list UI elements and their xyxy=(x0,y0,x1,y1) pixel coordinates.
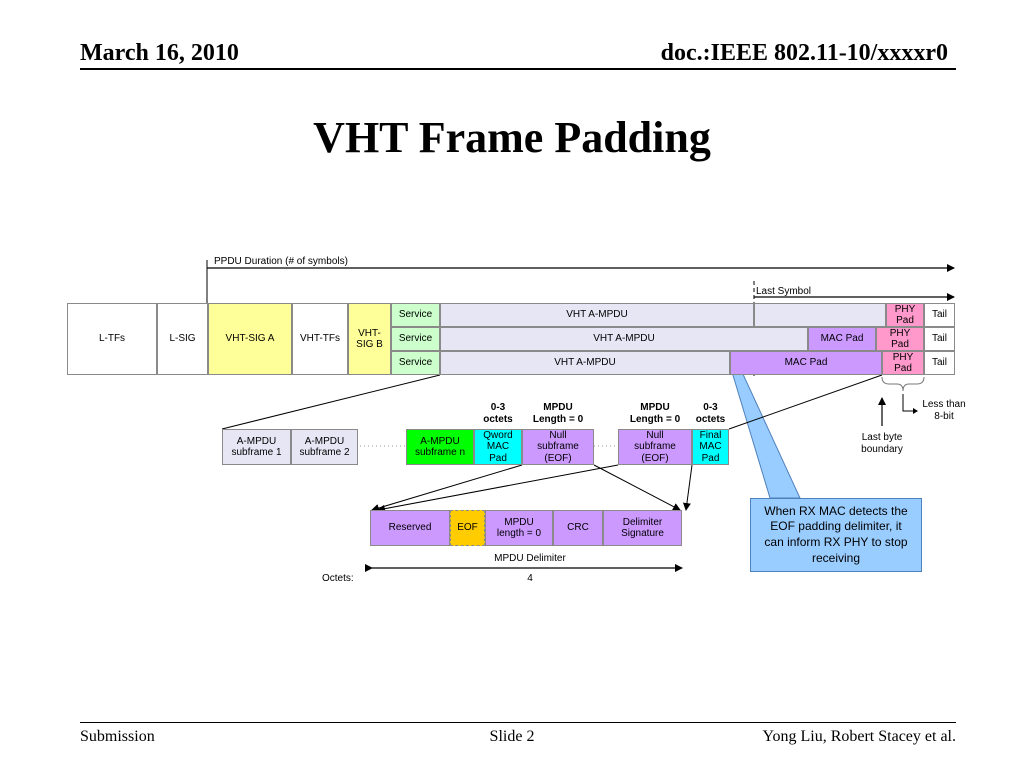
footer-slide-number: Slide 2 xyxy=(489,728,535,745)
qword-mac-pad: Qword MAC Pad xyxy=(474,429,522,465)
slide-title: VHT Frame Padding xyxy=(313,113,711,162)
delimiter-reserved: Reserved xyxy=(370,510,450,546)
tail-row3: Tail xyxy=(924,351,955,375)
ampdu-subframe-2: A-MPDU subframe 2 xyxy=(291,429,358,465)
mac-pad-row3: MAC Pad xyxy=(730,351,882,375)
zoom-line-right xyxy=(728,374,883,430)
phy-pad-row3: PHY Pad xyxy=(882,351,924,375)
octets-value: 4 xyxy=(527,573,533,584)
delimiter-eof: EOF xyxy=(450,510,485,546)
tail-row2: Tail xyxy=(924,327,955,351)
ppdu-duration-label: PPDU Duration (# of symbols) xyxy=(214,256,348,267)
octets-label-qword: 0-3 octets xyxy=(483,402,513,425)
phy-pad-brace xyxy=(881,376,925,392)
phy-pad-row1: PHY Pad xyxy=(886,303,924,327)
phy-pad-row2: PHY Pad xyxy=(876,327,924,351)
vht-sig-b-field: VHT-SIG B xyxy=(348,303,391,375)
less-than-arrow xyxy=(902,394,915,412)
tail-row1: Tail xyxy=(924,303,955,327)
service-field-row3: Service xyxy=(391,351,440,375)
vht-ampdu-row2: VHT A-MPDU xyxy=(440,327,808,351)
ampdu-subframe-n: A-MPDU subframe n xyxy=(406,429,474,465)
delimiter-mpdu-length: MPDU length = 0 xyxy=(485,510,553,546)
header-rule xyxy=(80,68,956,70)
last-symbol-label: Last Symbol xyxy=(756,286,812,297)
last-byte-boundary-label: Last byte boundary xyxy=(861,432,903,455)
less-than-8bit-label: Less than 8-bit xyxy=(922,399,966,422)
last-symbol-data-row1 xyxy=(754,303,886,327)
zoom-line-left xyxy=(221,374,441,430)
null-subframe-1: Null subframe (EOF) xyxy=(522,429,594,465)
delim-arrow-2 xyxy=(593,464,681,511)
header-date: March 16, 2010 xyxy=(80,40,239,66)
octets-label: Octets: xyxy=(322,573,354,584)
footer-rule xyxy=(80,722,956,723)
l-tfs-field: L-TFs xyxy=(67,303,157,375)
footer-submission: Submission xyxy=(80,728,155,745)
vht-sig-a-field: VHT-SIG A xyxy=(208,303,292,375)
l-sig-field: L-SIG xyxy=(157,303,208,375)
delim-arrow-1 xyxy=(371,464,523,512)
header-doc-id: doc.:IEEE 802.11-10/xxxxr0 xyxy=(660,40,948,66)
ampdu-subframe-1: A-MPDU subframe 1 xyxy=(222,429,291,465)
null-subframe-2: Null subframe (EOF) xyxy=(618,429,692,465)
mac-pad-row2: MAC Pad xyxy=(808,327,876,351)
mpdu-delimiter-caption: MPDU Delimiter xyxy=(494,553,566,564)
callout-pointer xyxy=(731,371,801,499)
mpdu-length-label-2: MPDU Length = 0 xyxy=(629,402,681,425)
vht-tfs-field: VHT-TFs xyxy=(292,303,348,375)
delimiter-signature: Delimiter Signature xyxy=(603,510,682,546)
footer-authors: Yong Liu, Robert Stacey et al. xyxy=(762,728,956,745)
mpdu-length-label-1: MPDU Length = 0 xyxy=(532,402,584,425)
final-mac-pad: Final MAC Pad xyxy=(692,429,729,465)
service-field-row1: Service xyxy=(391,303,440,327)
vht-ampdu-row3: VHT A-MPDU xyxy=(440,351,730,375)
delim-arrow-4 xyxy=(682,464,693,511)
delimiter-crc: CRC xyxy=(553,510,603,546)
service-field-row2: Service xyxy=(391,327,440,351)
delim-arrow-3 xyxy=(377,464,619,513)
octets-label-final: 0-3 octets xyxy=(695,402,726,425)
vht-ampdu-row1: VHT A-MPDU xyxy=(440,303,754,327)
eof-callout: When RX MAC detects the EOF padding deli… xyxy=(750,498,922,572)
